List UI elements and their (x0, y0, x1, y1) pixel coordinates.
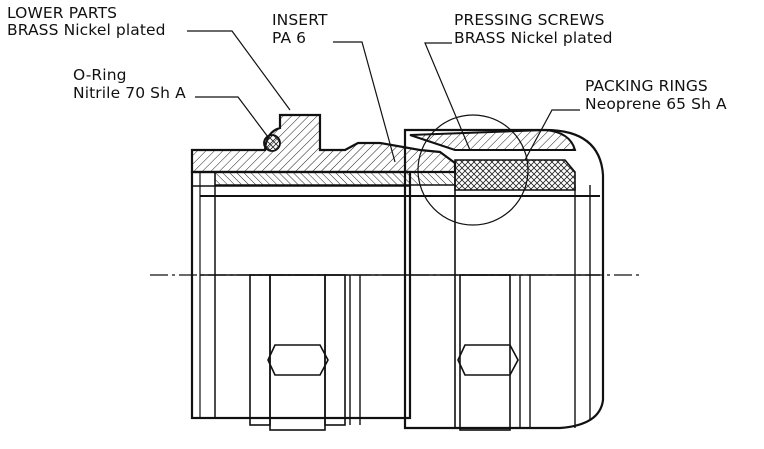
lower-parts-material: BRASS Nickel plated (7, 21, 166, 39)
pressing-screws-material: BRASS Nickel plated (454, 29, 613, 47)
hex-faces (267, 344, 519, 376)
lower-parts-title: LOWER PARTS (7, 4, 118, 22)
insert-material: PA 6 (272, 29, 307, 47)
lower-part-section (190, 113, 457, 174)
packing-rings-title: PACKING RINGS (585, 77, 708, 95)
pressing-screw-section (409, 128, 577, 151)
inner-bore (200, 195, 600, 276)
leader-lines (187, 30, 580, 163)
packing-rings-material: Neoprene 65 Sh A (585, 95, 727, 113)
o-ring-material: Nitrile 70 Sh A (73, 84, 186, 102)
detail-circle (417, 114, 529, 226)
insert-title: INSERT (272, 11, 328, 29)
lower-body-outline (190, 170, 412, 431)
packing-ring-section (454, 159, 576, 191)
o-ring-title: O-Ring (73, 66, 127, 84)
o-ring-section (263, 134, 281, 152)
pressing-screws-title: PRESSING SCREWS (454, 11, 605, 29)
upper-nut-outline (403, 128, 605, 431)
